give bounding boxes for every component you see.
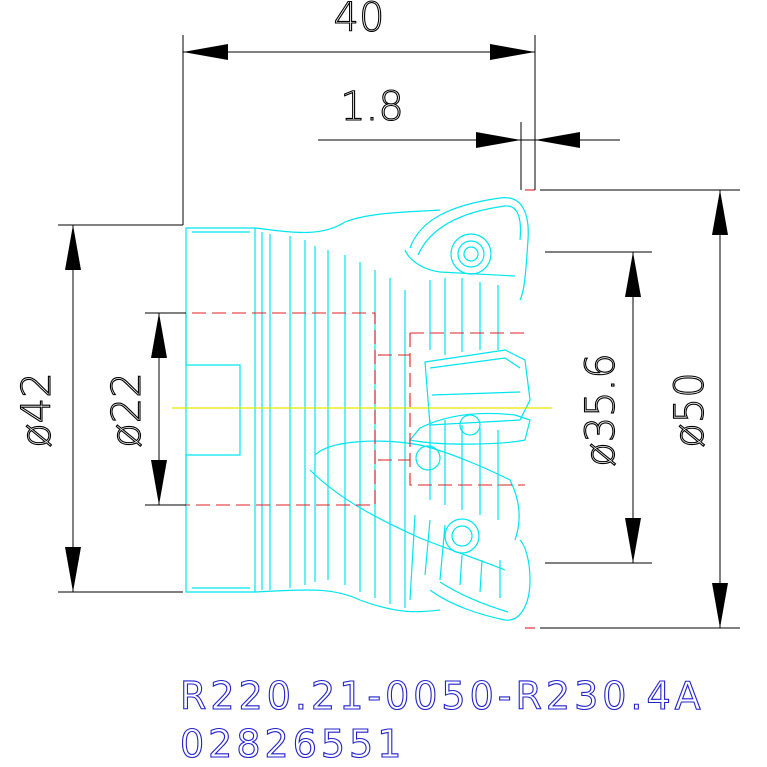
part-number-label: R220.21-0050-R230.4A — [179, 673, 705, 718]
milling-cutter-outline — [185, 197, 531, 621]
dim-shank-diameter: ø42 — [14, 372, 60, 447]
hidden-lines — [172, 189, 535, 629]
dim-inner-diameter: ø35.6 — [578, 353, 624, 467]
item-code-label: 02826551 — [179, 721, 406, 766]
dim-insert-offset: 1.8 — [340, 84, 404, 130]
dim-bore-diameter: ø22 — [104, 372, 150, 447]
dim-cutting-diameter: ø50 — [667, 372, 713, 447]
dim-overall-length: 40 — [334, 0, 385, 41]
dimension-arrowheads — [65, 44, 728, 628]
